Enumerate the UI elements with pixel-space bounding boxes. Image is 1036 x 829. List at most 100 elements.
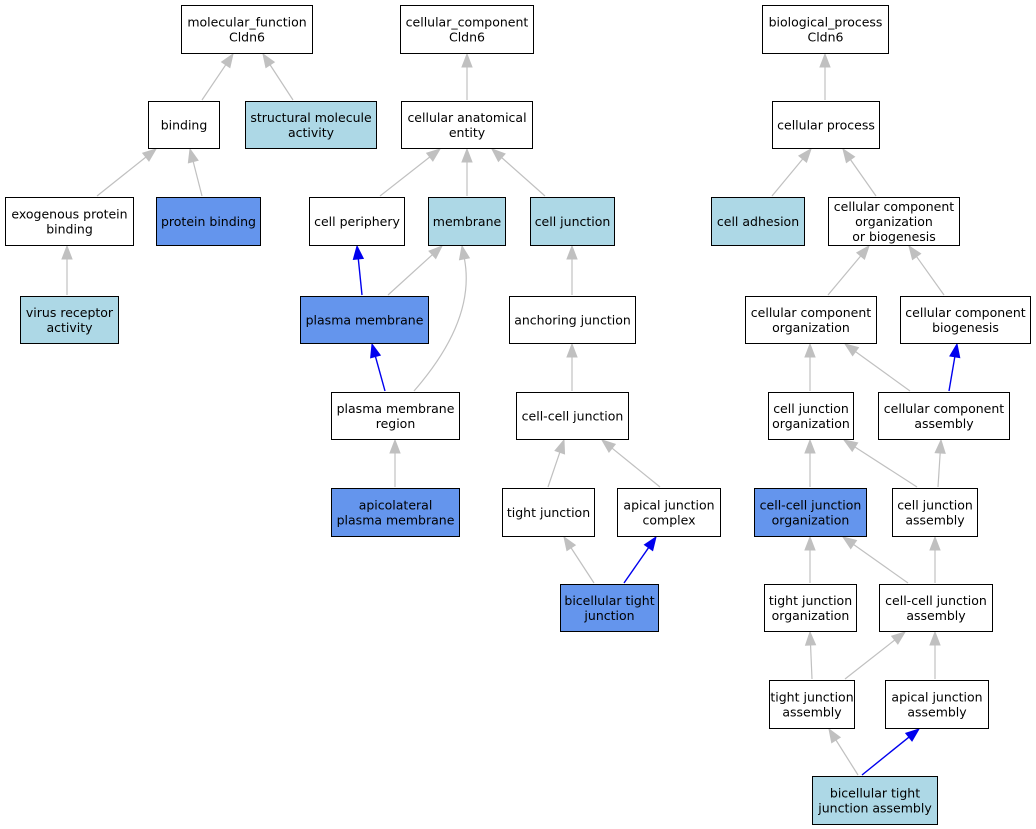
node-box xyxy=(812,776,938,825)
node-label: bicellular tight xyxy=(830,786,920,801)
node-label: region xyxy=(376,416,416,431)
node-label: binding xyxy=(46,222,93,237)
edge-line xyxy=(501,157,546,197)
node-box xyxy=(502,488,595,537)
node-label: exogenous protein xyxy=(11,207,127,222)
node-plasmamem[interactable]: plasma membrane xyxy=(300,296,429,344)
node-label: structural molecule xyxy=(250,110,372,125)
node-box xyxy=(878,392,1010,440)
node-box xyxy=(617,488,721,537)
edge-virusrec-to-exoprot xyxy=(61,244,73,295)
node-label: cellular_component xyxy=(406,15,529,30)
node-box xyxy=(764,584,857,632)
edge-arrowhead xyxy=(566,244,578,260)
edge-tjasm-to-tjorg xyxy=(804,630,817,680)
edge-arrowhead xyxy=(425,148,442,162)
node-celladh[interactable]: cell adhesion xyxy=(711,197,805,246)
node-label: cellular component xyxy=(834,199,954,214)
node-label: apicolateral xyxy=(359,498,433,513)
edge-apicaljc-to-ccjunc xyxy=(600,439,661,488)
edge-arrowhead xyxy=(600,439,617,453)
edge-arrowhead xyxy=(904,728,921,742)
node-label: entity xyxy=(449,125,486,140)
node-label: bicellular tight xyxy=(564,593,654,608)
node-periph[interactable]: cell periphery xyxy=(309,197,405,246)
node-label: cell junction xyxy=(897,498,973,513)
edge-arrowhead xyxy=(934,438,946,454)
edge-line xyxy=(849,159,877,197)
edge-ccorg-to-ccob xyxy=(827,244,870,296)
node-cellproc[interactable]: cellular process xyxy=(772,101,880,149)
edge-line xyxy=(379,156,431,197)
edge-line xyxy=(809,644,813,680)
edge-arrowhead xyxy=(61,244,73,260)
node-label: or biogenesis xyxy=(852,229,936,244)
node-label: cell junction xyxy=(773,401,849,416)
node-label: cell adhesion xyxy=(717,214,799,229)
node-tightj[interactable]: tight junction xyxy=(502,488,595,537)
node-box xyxy=(428,197,506,246)
node-box xyxy=(879,584,993,632)
node-anchor[interactable]: anchoring junction xyxy=(509,296,636,344)
edge-arrowhead xyxy=(389,438,401,454)
edge-line xyxy=(611,447,661,488)
edge-line xyxy=(948,356,956,392)
node-label: plasma membrane xyxy=(306,313,424,328)
edge-cae-to-cc xyxy=(461,52,473,100)
edge-ccjasm-to-cjasm xyxy=(929,535,941,583)
node-box xyxy=(769,680,855,729)
edge-arrowhead xyxy=(490,148,506,163)
edge-line xyxy=(192,161,203,197)
edge-arrowhead xyxy=(563,535,577,552)
edge-cjasm-to-cjorg xyxy=(842,439,918,488)
edge-ccasm-to-ccorg xyxy=(843,343,911,392)
node-ccjunc[interactable]: cell-cell junction xyxy=(516,392,629,440)
edge-line xyxy=(269,64,294,101)
node-protbind[interactable]: protein binding xyxy=(156,197,261,246)
node-label: organization xyxy=(772,416,850,431)
edge-cellproc-to-bp xyxy=(819,52,831,100)
edge-plasmamem-to-periph xyxy=(352,244,365,296)
node-label: anchoring junction xyxy=(514,313,631,328)
edge-arrowhead xyxy=(262,52,276,69)
node-label: protein binding xyxy=(161,214,256,229)
edge-arrowhead xyxy=(141,148,158,162)
node-membrane[interactable]: membrane xyxy=(428,197,506,246)
edge-structmol-to-mf xyxy=(262,52,294,101)
edge-arrowhead xyxy=(458,244,471,261)
edge-arrowhead xyxy=(842,147,856,164)
edge-arrowhead xyxy=(643,535,657,552)
edge-membrane-to-cae xyxy=(461,147,473,196)
edge-ccjunc-to-anchor xyxy=(566,342,578,391)
node-label: cellular anatomical xyxy=(407,110,526,125)
node-celljunc[interactable]: cell junction xyxy=(530,197,615,246)
node-label: apical junction xyxy=(623,498,714,513)
edge-line xyxy=(387,254,433,296)
edge-line xyxy=(357,258,363,296)
edge-tjasm-to-ccjasm xyxy=(844,631,907,680)
node-binding[interactable]: binding xyxy=(148,101,220,149)
